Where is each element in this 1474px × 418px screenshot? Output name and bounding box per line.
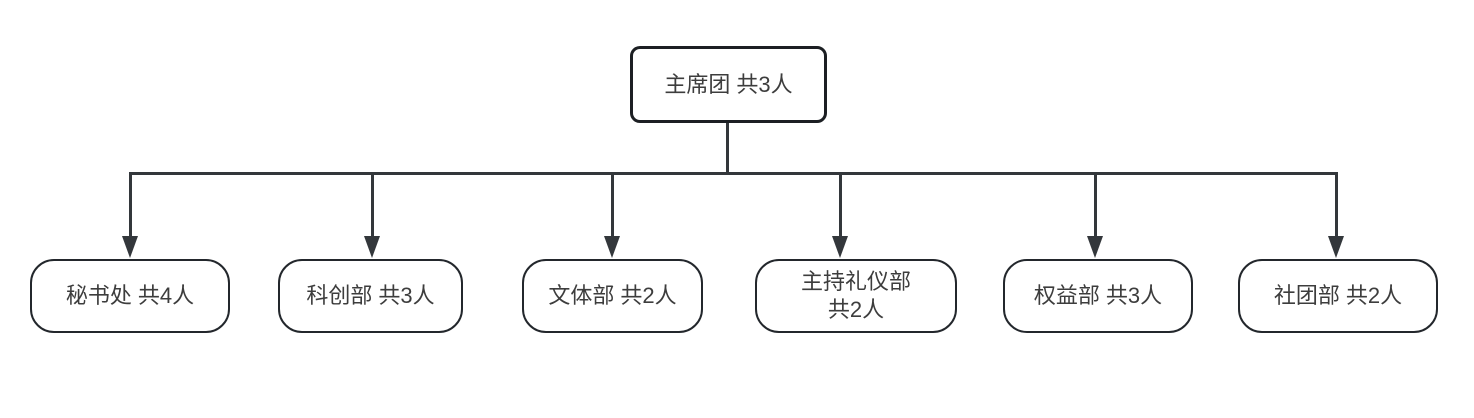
connector-drop-2	[370, 172, 374, 238]
connector-root-stem	[725, 123, 729, 172]
node-label: 文体部 共2人	[548, 283, 677, 308]
node-child-5[interactable]: 权益部 共3人	[1003, 259, 1193, 333]
connector-drop-6	[1334, 172, 1338, 238]
node-child-2[interactable]: 科创部 共3人	[278, 259, 463, 333]
arrow-down-icon	[364, 236, 380, 258]
node-label: 科创部 共3人	[306, 283, 435, 308]
arrow-down-icon	[604, 236, 620, 258]
arrow-down-icon	[832, 236, 848, 258]
node-label: 社团部 共2人	[1273, 283, 1403, 308]
node-child-3[interactable]: 文体部 共2人	[522, 259, 703, 333]
connector-horizontal-bar	[128, 171, 1338, 175]
node-label: 秘书处 共4人	[65, 283, 195, 308]
arrow-down-icon	[1087, 236, 1103, 258]
connector-drop-5	[1093, 172, 1097, 238]
node-child-1[interactable]: 秘书处 共4人	[30, 259, 230, 333]
node-label: 权益部 共3人	[1033, 283, 1163, 308]
node-root[interactable]: 主席团 共3人	[630, 46, 827, 123]
connector-drop-3	[610, 172, 614, 238]
node-label: 主席团 共3人	[664, 71, 793, 97]
connector-drop-4	[838, 172, 842, 238]
connector-drop-1	[128, 172, 132, 238]
arrow-down-icon	[122, 236, 138, 258]
node-label: 主持礼仪部 共2人	[800, 269, 911, 322]
node-child-4[interactable]: 主持礼仪部 共2人	[755, 259, 957, 333]
arrow-down-icon	[1328, 236, 1344, 258]
node-child-6[interactable]: 社团部 共2人	[1238, 259, 1438, 333]
